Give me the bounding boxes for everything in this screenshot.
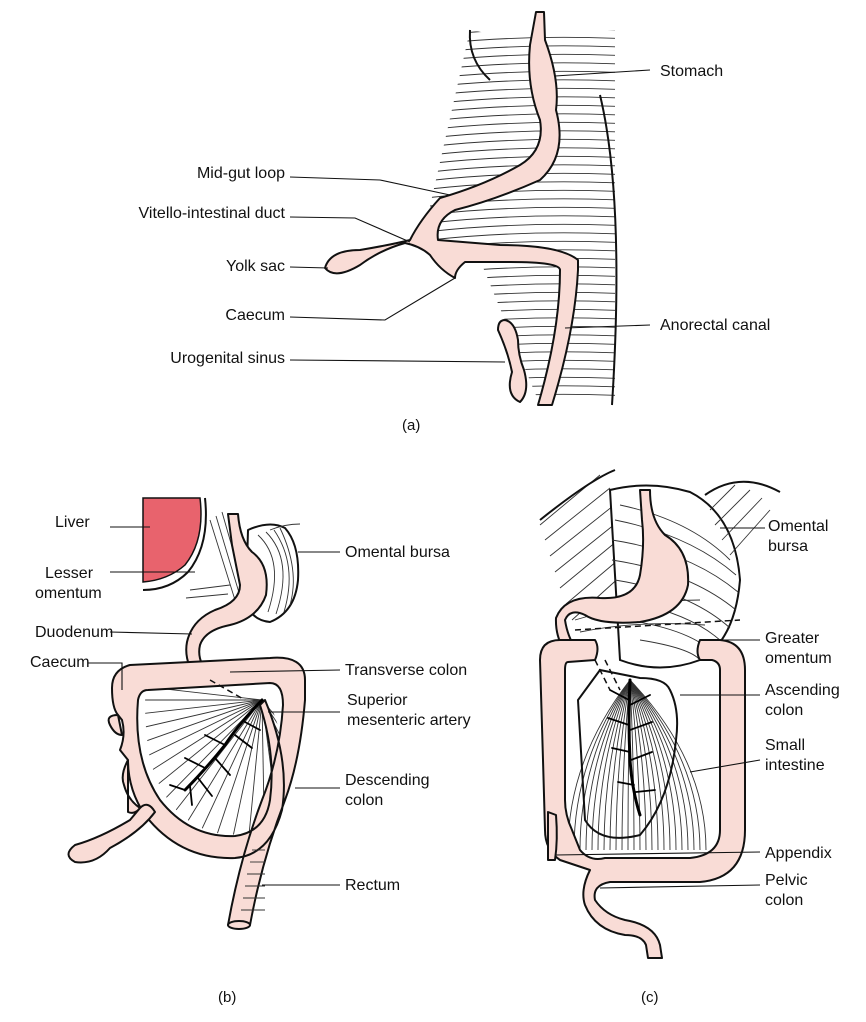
label-duodenum: Duodenum <box>35 624 113 641</box>
label-stomach: Stomach <box>660 63 723 80</box>
hatch-line <box>430 292 620 299</box>
hatch-line <box>430 131 620 138</box>
label-anorectal-canal: Anorectal canal <box>660 317 770 334</box>
hatch-line <box>430 275 620 282</box>
hatch-line <box>430 114 620 121</box>
label-liver: Liver <box>55 514 90 531</box>
hatch-line <box>430 29 620 36</box>
hatch-line <box>430 352 620 359</box>
hatch-line <box>430 343 620 350</box>
hatch-line <box>430 37 620 44</box>
label-lesser-omentum-1: Lesser <box>45 565 94 582</box>
label-greater-omentum-1: Greater <box>765 630 820 647</box>
label-small-intestine-2: intestine <box>765 757 825 774</box>
label-lesser-omentum-2: omentum <box>35 585 102 602</box>
mesentery-edge-a <box>470 30 490 80</box>
bursa-edge-c <box>705 482 780 495</box>
hatch-line <box>430 284 620 291</box>
appendix-c <box>548 812 557 860</box>
hatch-line <box>430 139 620 146</box>
caption-b: (b) <box>218 989 236 1006</box>
hatch-line <box>430 122 620 129</box>
label-caecum-b: Caecum <box>30 654 90 671</box>
hatch-line <box>430 46 620 53</box>
label-urogenital-sinus: Urogenital sinus <box>170 350 285 367</box>
caption-c: (c) <box>641 989 659 1006</box>
label-ascending-2: colon <box>765 702 803 719</box>
label-omental-bursa-c-2: bursa <box>768 538 808 555</box>
hatch-line <box>430 88 620 95</box>
hatch-line <box>430 54 620 61</box>
label-rectum: Rectum <box>345 877 400 894</box>
liver-b <box>143 498 201 582</box>
label-small-intestine-1: Small <box>765 737 805 754</box>
label-yolk-sac: Yolk sac <box>226 258 285 275</box>
label-pelvic-2: colon <box>765 892 803 909</box>
panel-b: Liver Lesser omentum Duodenum Caecum Ome… <box>30 498 471 1006</box>
hatch-line <box>430 318 620 325</box>
label-caecum-a: Caecum <box>225 307 285 324</box>
hatch-line <box>430 216 620 223</box>
hatch-line <box>430 97 620 104</box>
hatch-line <box>430 301 620 308</box>
caption-a: (a) <box>402 417 420 434</box>
hatch-line <box>430 80 620 87</box>
label-omental-bursa-b: Omental bursa <box>345 544 450 561</box>
dorsal-mesentery-hatching-a <box>430 29 620 402</box>
mesentery-edge-c <box>540 470 615 520</box>
label-descending-2: colon <box>345 792 383 809</box>
hatch-line <box>430 105 620 112</box>
gut-tube-a <box>325 12 578 405</box>
label-ascending-1: Ascending <box>765 682 840 699</box>
hatch-line <box>430 233 620 240</box>
label-descending-1: Descending <box>345 772 430 789</box>
hatch-line <box>430 309 620 316</box>
yolk-stalk-b <box>69 805 156 863</box>
label-midgut-loop: Mid-gut loop <box>197 165 285 182</box>
label-sma-2: mesenteric artery <box>347 712 471 729</box>
label-greater-omentum-2: omentum <box>765 650 832 667</box>
label-transverse-colon: Transverse colon <box>345 662 467 679</box>
hatch-line <box>430 224 620 231</box>
hatch-line <box>430 71 620 78</box>
hatch-line <box>430 63 620 70</box>
hatch-line <box>430 335 620 342</box>
panel-c: Omental bursa Greater omentum Ascending … <box>540 470 840 1006</box>
label-sma-1: Superior <box>347 692 408 709</box>
label-omental-bursa-c-1: Omental <box>768 518 828 535</box>
panel-a: Stomach Mid-gut loop Vitello-intestinal … <box>139 12 771 434</box>
label-pelvic-1: Pelvic <box>765 872 808 889</box>
rectum-end-b <box>228 921 250 929</box>
label-vitello-intestinal-duct: Vitello-intestinal duct <box>139 205 286 222</box>
hatch-line <box>430 148 620 155</box>
label-appendix: Appendix <box>765 845 832 862</box>
